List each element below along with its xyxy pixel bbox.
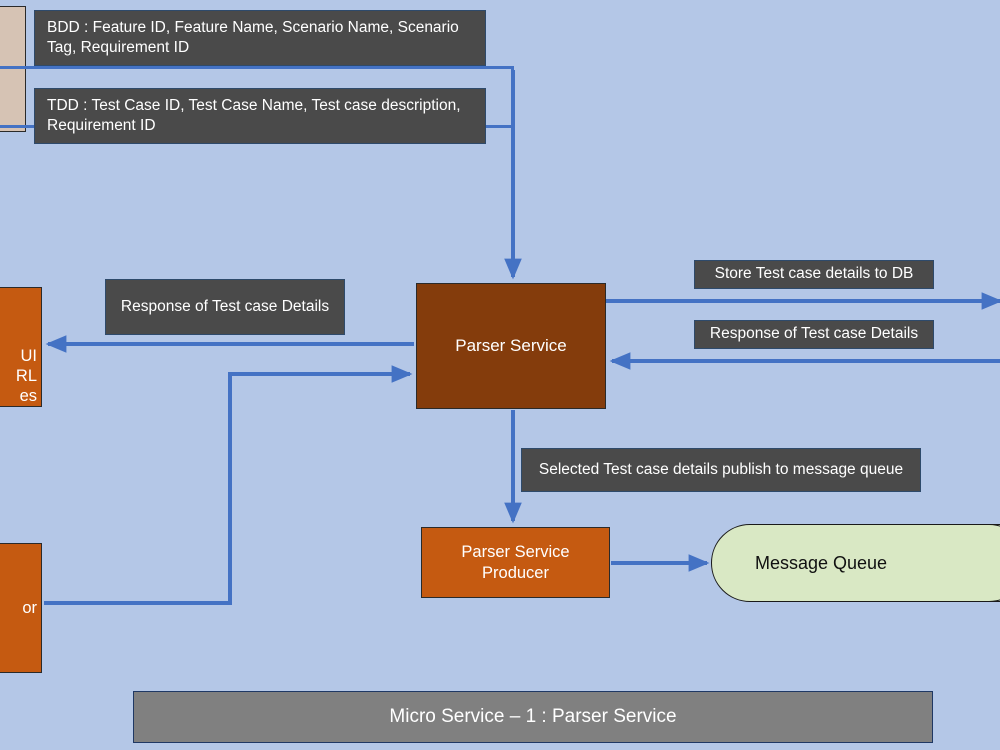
node-parser-service-label: Parser Service: [455, 335, 567, 355]
node-parser-service-producer-line1: Parser Service: [461, 543, 570, 562]
annotation-publish-queue-text: Selected Test case details publish to me…: [538, 460, 904, 478]
annotation-response-left-text: Response of Test case Details: [120, 297, 330, 315]
node-parser-service[interactable]: Parser Service: [416, 283, 606, 409]
arrow-lower-left-to-parser: [44, 365, 413, 605]
node-left-clipped-ui[interactable]: UI RL es: [0, 287, 42, 407]
node-left-clipped-ui-line1: UI: [20, 346, 38, 365]
message-queue-end-cap: [986, 524, 1000, 602]
annotation-response-right-text: Response of Test case Details: [709, 325, 919, 343]
node-left-clipped-ui-line3: es: [19, 386, 37, 405]
node-message-queue-label: Message Queue: [754, 552, 888, 573]
annotation-tdd-text: TDD : Test Case ID, Test Case Name, Test…: [47, 96, 461, 134]
source-document-shape: [0, 6, 26, 132]
annotation-bdd-text: BDD : Feature ID, Feature Name, Scenario…: [47, 18, 459, 56]
node-parser-service-producer[interactable]: Parser Service Producer: [421, 527, 610, 598]
annotation-store-to-db: Store Test case details to DB: [694, 260, 934, 289]
annotation-tdd: TDD : Test Case ID, Test Case Name, Test…: [34, 88, 486, 144]
node-left-clipped-lower-line1: or: [22, 598, 37, 617]
banner-micro-service: Micro Service – 1 : Parser Service: [133, 691, 933, 743]
node-left-clipped-lower[interactable]: or: [0, 543, 42, 673]
annotation-response-right: Response of Test case Details: [694, 320, 934, 349]
banner-micro-service-text: Micro Service – 1 : Parser Service: [389, 706, 677, 728]
annotation-publish-queue: Selected Test case details publish to me…: [521, 448, 921, 492]
node-parser-service-producer-line2: Producer: [482, 563, 549, 582]
node-left-clipped-ui-line2: RL: [15, 366, 37, 385]
annotation-store-to-db-text: Store Test case details to DB: [714, 265, 914, 283]
annotation-bdd: BDD : Feature ID, Feature Name, Scenario…: [34, 10, 486, 66]
annotation-response-left: Response of Test case Details: [105, 279, 345, 335]
node-message-queue[interactable]: Message Queue: [711, 524, 1000, 602]
